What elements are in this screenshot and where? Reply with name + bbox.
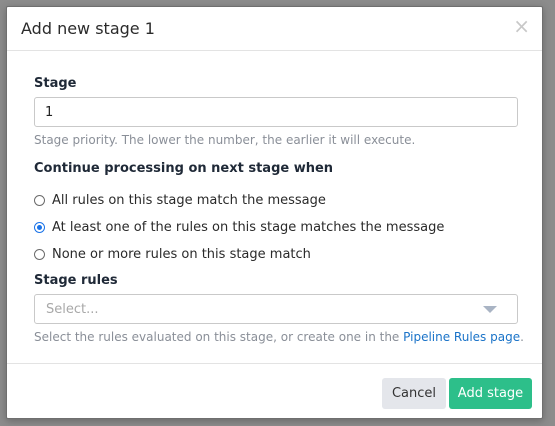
add-stage-dialog: Add new stage 1 × Stage Stage priority. … — [6, 6, 543, 419]
radio-none-or-more-match[interactable]: None or more rules on this stage match — [34, 245, 311, 263]
cancel-button[interactable]: Cancel — [382, 378, 446, 409]
select-placeholder: Select... — [46, 302, 99, 317]
stage-rules-select[interactable]: Select... — [34, 294, 518, 324]
radio-label: All rules on this stage match the messag… — [52, 192, 326, 208]
close-icon[interactable]: × — [513, 14, 530, 38]
stage-rules-help-text: Select the rules evaluated on this stage… — [34, 330, 524, 344]
help-text-prefix: Select the rules evaluated on this stage… — [34, 330, 404, 344]
dialog-title: Add new stage 1 — [21, 19, 155, 38]
add-stage-button[interactable]: Add stage — [449, 378, 532, 409]
radio-label: None or more rules on this stage match — [52, 246, 311, 262]
stage-priority-input[interactable] — [34, 97, 518, 127]
radio-button[interactable] — [34, 194, 45, 206]
pipeline-rules-link[interactable]: Pipeline Rules page — [403, 330, 521, 344]
radio-all-rules-match[interactable]: All rules on this stage match the messag… — [34, 191, 326, 209]
dialog-header: Add new stage 1 × — [7, 7, 542, 51]
dialog-footer: Cancel Add stage — [7, 363, 542, 418]
help-text-suffix: . — [520, 330, 524, 344]
radio-at-least-one-matches[interactable]: At least one of the rules on this stage … — [34, 218, 444, 236]
chevron-down-icon[interactable] — [483, 306, 497, 313]
stage-rules-label: Stage rules — [34, 273, 118, 288]
dialog-body: Stage Stage priority. The lower the numb… — [7, 51, 542, 363]
radio-button-selected[interactable] — [34, 221, 45, 233]
stage-help-text: Stage priority. The lower the number, th… — [34, 133, 416, 147]
radio-label: At least one of the rules on this stage … — [52, 219, 445, 235]
radio-button[interactable] — [34, 248, 45, 260]
stage-label: Stage — [34, 76, 77, 91]
continue-label: Continue processing on next stage when — [34, 161, 334, 176]
